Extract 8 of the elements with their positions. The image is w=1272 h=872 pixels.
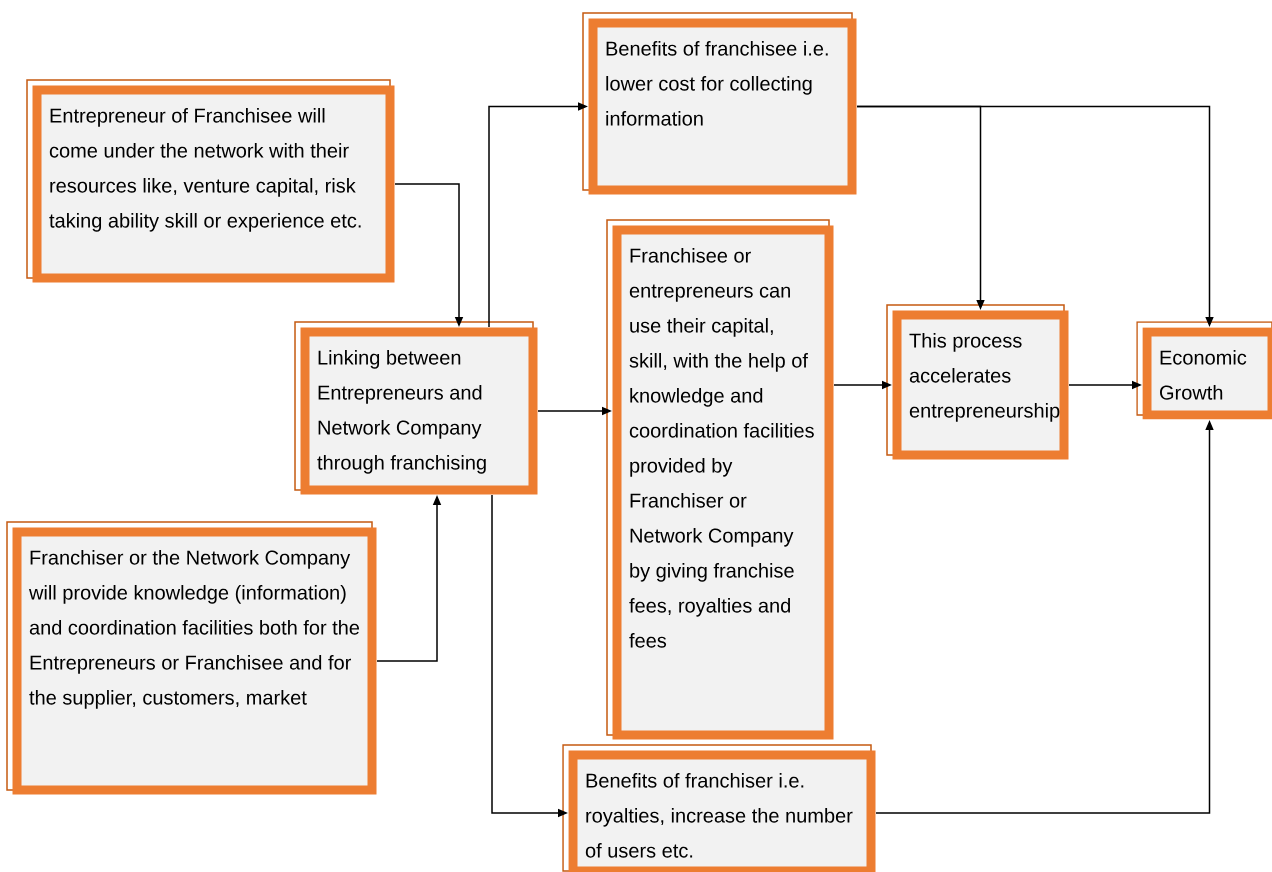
text-box: Economic Growth xyxy=(1136,321,1272,420)
text-box: Linking between Entrepreneurs and Network Company through franchising xyxy=(294,321,538,495)
text-box: Franchisee or entrepreneurs can use their capital, skill, with the help of knowledge and coordination facilities provided by Franchiser or Network Company by giving franchise fees, royalties and fees xyxy=(606,219,834,740)
text-box: Entrepreneur of Franchisee will come under the network with their resources like, venture capital, risk taking ability skill or experience etc. xyxy=(26,79,395,283)
text-box: Franchiser or the Network Company will provide knowledge (information) and coordination facilities both for the Entrepreneurs or Franchisee and for the supplier, customers, market xyxy=(6,521,377,795)
text-box: Benefits of franchisee i.e. lower cost for collecting information xyxy=(582,12,857,195)
text-box: This process accelerates entrepreneurship xyxy=(886,304,1069,460)
text-box: Benefits of franchiser i.e. royalties, increase the number of users etc. xyxy=(562,744,876,872)
